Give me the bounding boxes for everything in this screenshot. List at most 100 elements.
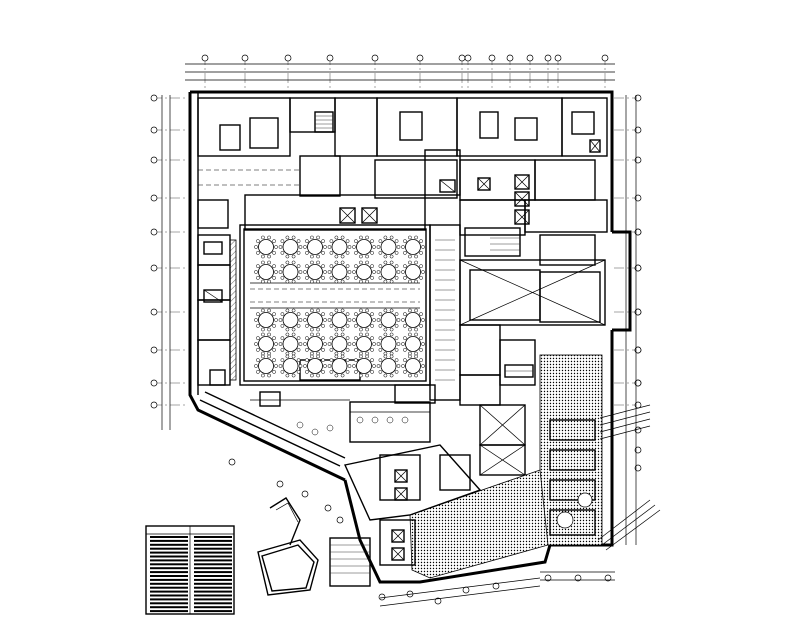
chair [296,324,301,328]
table-top [356,336,372,352]
chair [421,245,425,249]
chair [298,270,303,274]
chair [296,358,301,362]
chair [414,373,418,378]
chair [316,279,320,284]
round-table [327,354,352,378]
round-table [376,260,401,284]
chair [278,364,283,368]
chair [419,276,423,280]
chair [396,318,401,322]
chair [274,364,278,368]
round-table [327,332,352,356]
chair [280,348,285,352]
chair [256,251,260,255]
chair [321,264,325,268]
chair [365,279,369,284]
chair [272,312,276,316]
legend-row-left [150,586,188,589]
chair [285,332,290,337]
chair [285,351,290,356]
dimension-lines [161,63,637,607]
chair [383,279,388,284]
chair [376,364,381,368]
chair [256,336,260,340]
chair [359,327,363,332]
chair [378,370,383,374]
table-top [405,239,421,255]
legend-row-right [194,551,232,554]
round-table [327,235,352,259]
legend-row-left [150,536,188,538]
chair [329,324,334,328]
chair [278,270,283,274]
chair [359,254,363,259]
chair [419,312,423,316]
chair [372,342,376,346]
grid-bubble [604,574,612,582]
chair [267,235,271,240]
chair [376,245,381,249]
chair [378,358,383,362]
chair [298,245,303,249]
chair [394,358,399,362]
round-table [352,308,376,332]
chair [376,342,381,346]
table-top [331,264,348,280]
chair [354,324,358,328]
round-table [401,354,425,378]
table-top [258,264,274,280]
chair [365,373,369,378]
chair [298,342,303,346]
round-table [401,260,425,284]
chair [310,351,314,356]
chair [389,332,394,337]
table-top [307,312,323,328]
chair [296,251,301,255]
west-service-rooms [197,199,237,386]
chair [421,318,425,322]
chair [334,308,339,313]
chair [274,270,278,274]
chair [340,254,345,259]
round-table [376,308,401,332]
chair [372,270,376,274]
chair [291,235,296,240]
chair [305,336,309,340]
table-top [307,239,323,255]
grid-bubble [378,593,386,601]
grid-bubble [324,504,332,512]
chair [329,276,334,280]
chair [280,239,285,243]
legend-table [145,525,235,615]
chair [278,342,283,346]
chair [394,324,399,328]
chair [414,308,418,313]
chair [365,327,369,332]
round-table [352,354,376,378]
grid-bubble [544,54,552,62]
chair [365,351,369,356]
chair [383,327,388,332]
legend-row-left [150,598,188,601]
grid-bubble [634,194,642,202]
grid-bubble [150,308,158,316]
legend-row-left [150,610,188,613]
chair [396,245,401,249]
chair [345,276,350,280]
chair [321,336,325,340]
chair [323,364,327,368]
chair [419,324,423,328]
chair [345,264,350,268]
round-table [352,332,376,356]
round-table [327,260,352,284]
round-table [352,260,376,284]
chair [285,279,290,284]
chair [419,239,423,243]
chair [414,254,418,259]
chair [329,348,334,352]
chair [316,327,320,332]
chair [389,327,394,332]
chair [354,264,358,268]
table-top [258,312,274,328]
